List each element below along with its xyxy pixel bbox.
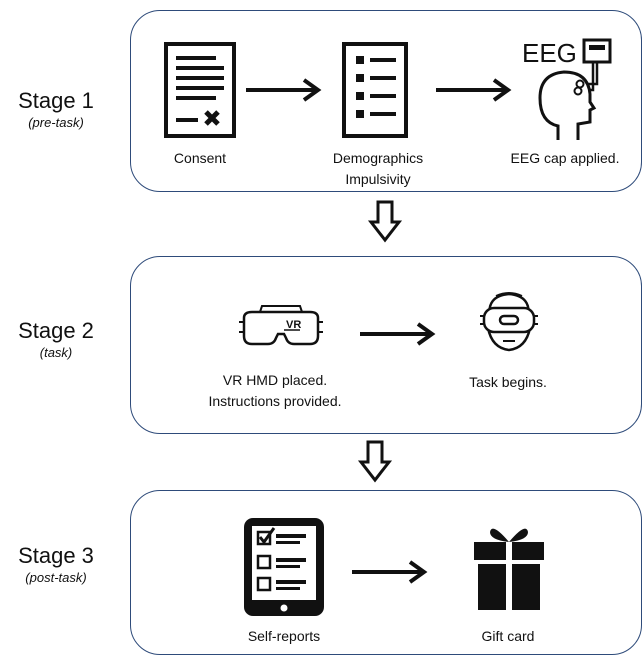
stage-1-name: Stage 1 [18,88,94,113]
arrow-icon [352,560,428,584]
demographics-label-text: Demographics Impulsivity [332,150,424,187]
self-reports-label: Self-reports [247,628,321,644]
vr-hmd-label: VR HMD placed. Instructions provided. [200,370,350,412]
tablet-checklist-icon [244,518,324,616]
task-begins-label: Task begins. [469,374,547,390]
stage-2-panel [130,256,642,434]
stage-3-panel [130,490,642,655]
arrow-icon [436,78,512,102]
eeg-label: EEG cap applied. [510,150,620,166]
stage-1-panel [130,10,642,192]
vr-text: VR [286,319,301,331]
demographics-label: Demographics Impulsivity [318,148,438,190]
consent-label: Consent [173,150,227,166]
down-arrow-icon [357,440,393,483]
stage-1-label: Stage 1 (pre-task) [0,88,112,132]
stage-3-label: Stage 3 (post-task) [0,543,112,587]
stage-3-name: Stage 3 [18,543,94,568]
checklist-icon [342,42,408,138]
arrow-icon [246,78,322,102]
vr-headset-icon: VR [239,305,323,346]
vr-hmd-label-text: VR HMD placed. Instructions provided. [208,372,342,409]
gift-card-label: Gift card [481,628,535,644]
stage-1-sub: (pre-task) [28,115,84,130]
stage-2-name: Stage 2 [18,318,94,343]
head-with-vr-icon [480,292,538,352]
stage-2-sub: (task) [39,345,73,360]
consent-document-icon [164,42,236,138]
down-arrow-icon [367,200,403,243]
stage-3-sub: (post-task) [25,570,87,585]
eeg-head-icon: EEG [522,38,612,140]
stage-2-label: Stage 2 (task) [0,318,112,362]
eeg-text: EEG [522,38,577,68]
arrow-icon [360,322,436,346]
gift-icon [474,528,544,610]
